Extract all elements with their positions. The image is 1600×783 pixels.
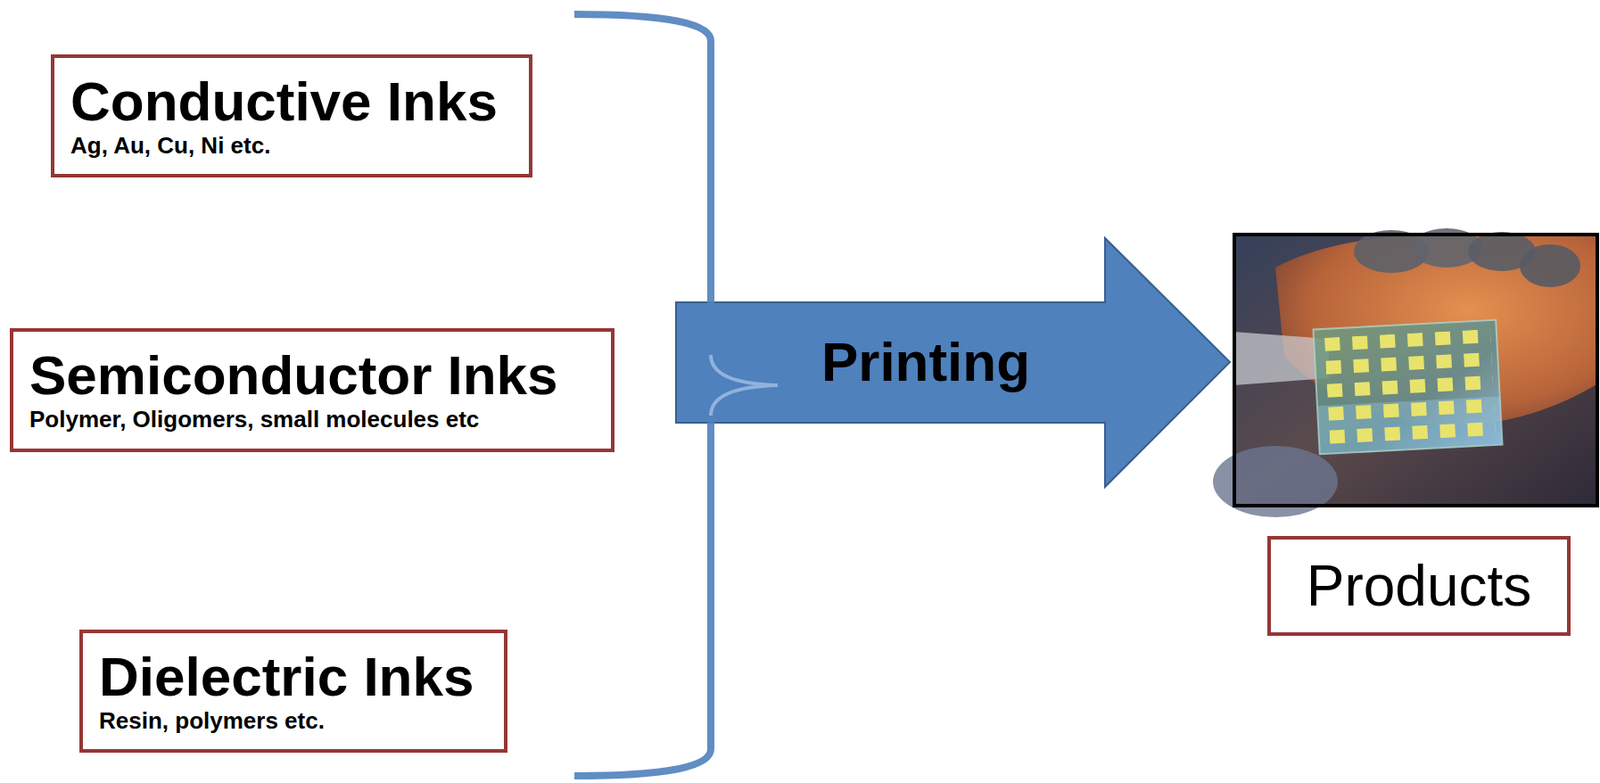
grouping-brace-highlight: [710, 354, 778, 416]
process-label: Printing: [821, 334, 1031, 390]
ink-title: Semiconductor Inks: [29, 346, 595, 405]
box-label: Products: [1285, 554, 1553, 618]
ink-examples: Resin, polymers etc.: [98, 707, 488, 735]
ink-title: Dielectric Inks: [98, 647, 488, 706]
ink-box: Semiconductor InksPolymer, Oligomers, sm…: [9, 328, 615, 453]
products-box: Products: [1267, 536, 1571, 636]
ink-box: Conductive InksAg, Au, Cu, Ni etc.: [50, 54, 533, 178]
printing-arrow: [676, 238, 1230, 487]
ink-box: Dielectric InksResin, polymers etc.: [79, 629, 508, 753]
ink-examples: Ag, Au, Cu, Ni etc.: [70, 131, 513, 160]
ink-title: Conductive Inks: [70, 72, 513, 131]
product-photo: [1212, 228, 1599, 518]
ink-examples: Polymer, Oligomers, small molecules etc: [29, 405, 595, 434]
